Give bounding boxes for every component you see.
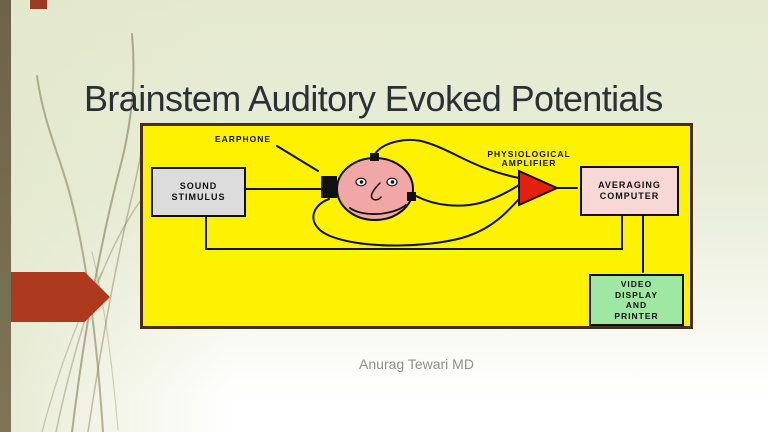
video-display-line3: AND xyxy=(625,300,648,310)
earphone-block xyxy=(321,176,337,198)
ear-electrode-wire xyxy=(415,184,520,207)
video-display-printer-box: VIDEO DISPLAY AND PRINTER xyxy=(589,274,684,326)
left-olive-stripe xyxy=(0,0,11,432)
sound-stimulus-box: SOUND STIMULUS xyxy=(151,167,246,217)
averaging-computer-line2: COMPUTER xyxy=(599,191,660,201)
sound-stimulus-line1: SOUND xyxy=(179,181,218,191)
ear-electrode xyxy=(407,192,416,201)
averaging-computer-box: AVERAGING COMPUTER xyxy=(580,166,679,216)
author-credit: Anurag Tewari MD xyxy=(359,356,474,372)
red-top-tab xyxy=(30,0,47,9)
slide-title: Brainstem Auditory Evoked Potentials xyxy=(84,78,663,120)
averaging-computer-line1: AVERAGING xyxy=(598,180,661,190)
earphone-pointer-line xyxy=(276,145,319,172)
diagram-artwork xyxy=(205,139,644,273)
earphone-label: EARPHONE xyxy=(214,134,272,144)
feedback-loop-line xyxy=(205,213,623,250)
video-display-line2: DISPLAY xyxy=(614,289,659,300)
sound-stimulus-line2: STIMULUS xyxy=(171,192,226,202)
amplifier-label-line2: AMPLIFIER xyxy=(501,158,557,168)
red-arrow-decoration xyxy=(0,272,110,322)
amplifier-triangle xyxy=(518,169,560,207)
video-display-line4: PRINTER xyxy=(614,310,659,321)
nose-line xyxy=(370,182,382,201)
amplifier-label-line1: PHYSIOLOGICAL xyxy=(487,149,571,159)
vertex-electrode-wire xyxy=(374,139,520,179)
video-display-line1: VIDEO xyxy=(620,279,653,289)
amplifier-label: PHYSIOLOGICAL AMPLIFIER xyxy=(459,150,599,168)
baep-setup-diagram: EARPHONE PHYSIOLOGICAL AMPLIFIER SOUND S… xyxy=(140,123,693,329)
ground-electrode-wire xyxy=(312,198,520,247)
smile-line xyxy=(349,204,407,215)
vertex-electrode xyxy=(370,153,379,161)
face-features xyxy=(349,177,407,215)
